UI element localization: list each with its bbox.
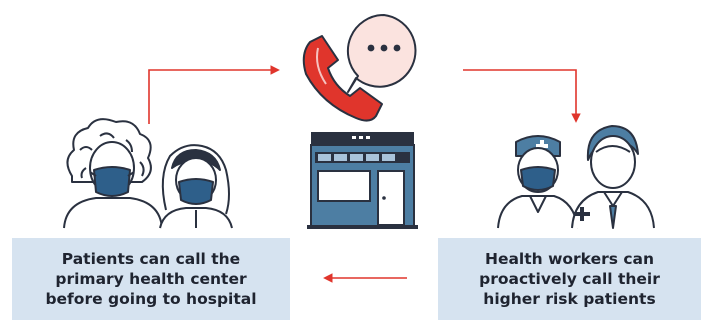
health-center-icon bbox=[307, 132, 418, 229]
health-workers-caption-line-1: Health workers can bbox=[484, 250, 655, 268]
patients-caption-line-2: primary health center bbox=[55, 270, 247, 288]
arrow-phone-to-workers bbox=[463, 69, 581, 123]
patients-caption-line-3: before going to hospital bbox=[45, 290, 257, 308]
patients-caption-line-1: Patients can call the bbox=[61, 250, 241, 268]
health-workers-caption-line-3: higher risk patients bbox=[483, 290, 656, 308]
arrow-patients-to-phone bbox=[148, 65, 280, 124]
patients-masked-icon bbox=[63, 118, 233, 229]
speech-bubble-icon bbox=[346, 13, 417, 93]
patients-caption: Patients can call the primary health cen… bbox=[12, 238, 290, 320]
health-workers-icon bbox=[497, 125, 655, 229]
health-workers-caption-line-2: proactively call their bbox=[479, 270, 660, 288]
phone-call-icon bbox=[302, 35, 383, 122]
health-workers-caption: Health workers can proactively call thei… bbox=[438, 238, 701, 320]
